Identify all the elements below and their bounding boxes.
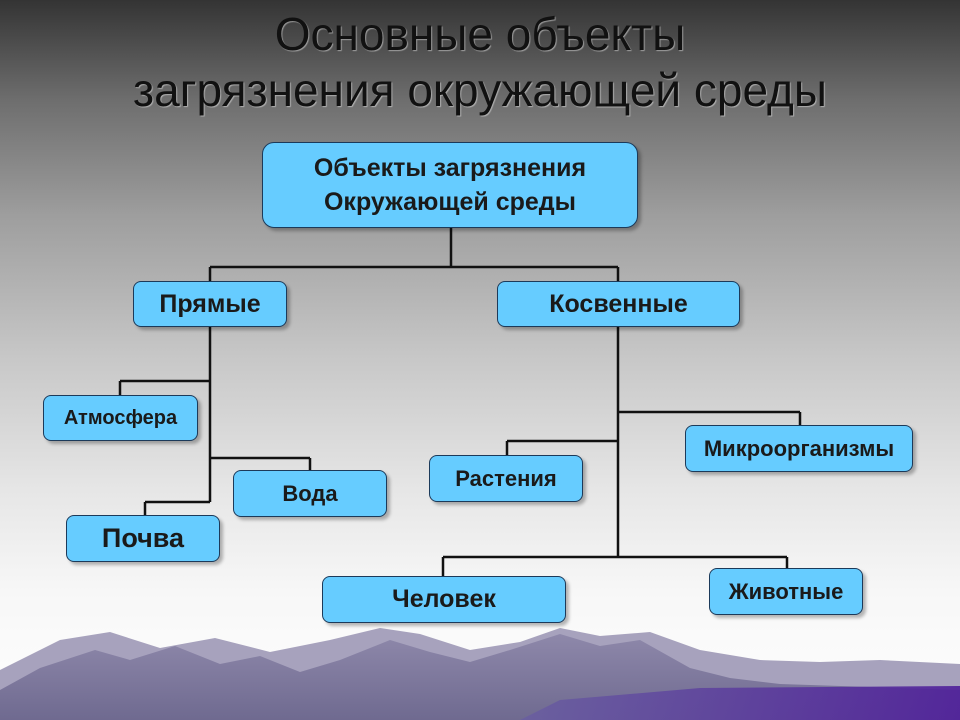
node-water: Вода <box>233 470 387 517</box>
node-indirect: Косвенные <box>497 281 740 327</box>
node-indirect-label: Косвенные <box>549 289 688 318</box>
node-water-label: Вода <box>282 480 338 506</box>
node-animals: Животные <box>709 568 863 615</box>
node-plants-label: Растения <box>455 465 557 491</box>
node-plants: Растения <box>429 455 583 502</box>
slide-title: Основные объекты загрязнения окружающей … <box>0 6 960 118</box>
node-microorganisms: Микроорганизмы <box>685 425 913 472</box>
node-human: Человек <box>322 576 566 623</box>
node-animals-label: Животные <box>728 578 844 604</box>
node-atmosphere: Атмосфера <box>43 395 198 441</box>
node-soil-label: Почва <box>101 523 185 553</box>
node-human-label: Человек <box>392 585 496 613</box>
node-soil: Почва <box>66 515 220 562</box>
node-microorganisms-label: Микроорганизмы <box>703 435 895 461</box>
root-node-line-2: Окружающей среды <box>323 188 576 216</box>
slide-title-line-1: Основные объекты <box>274 8 686 60</box>
root-node: Объекты загрязнения Окружающей среды <box>262 142 638 228</box>
node-direct-label: Прямые <box>159 289 261 318</box>
root-node-line-1: Объекты загрязнения <box>313 154 587 182</box>
slide-title-line-2: загрязнения окружающей среды <box>133 64 827 116</box>
node-direct: Прямые <box>133 281 287 327</box>
node-atmosphere-label: Атмосфера <box>63 406 178 429</box>
